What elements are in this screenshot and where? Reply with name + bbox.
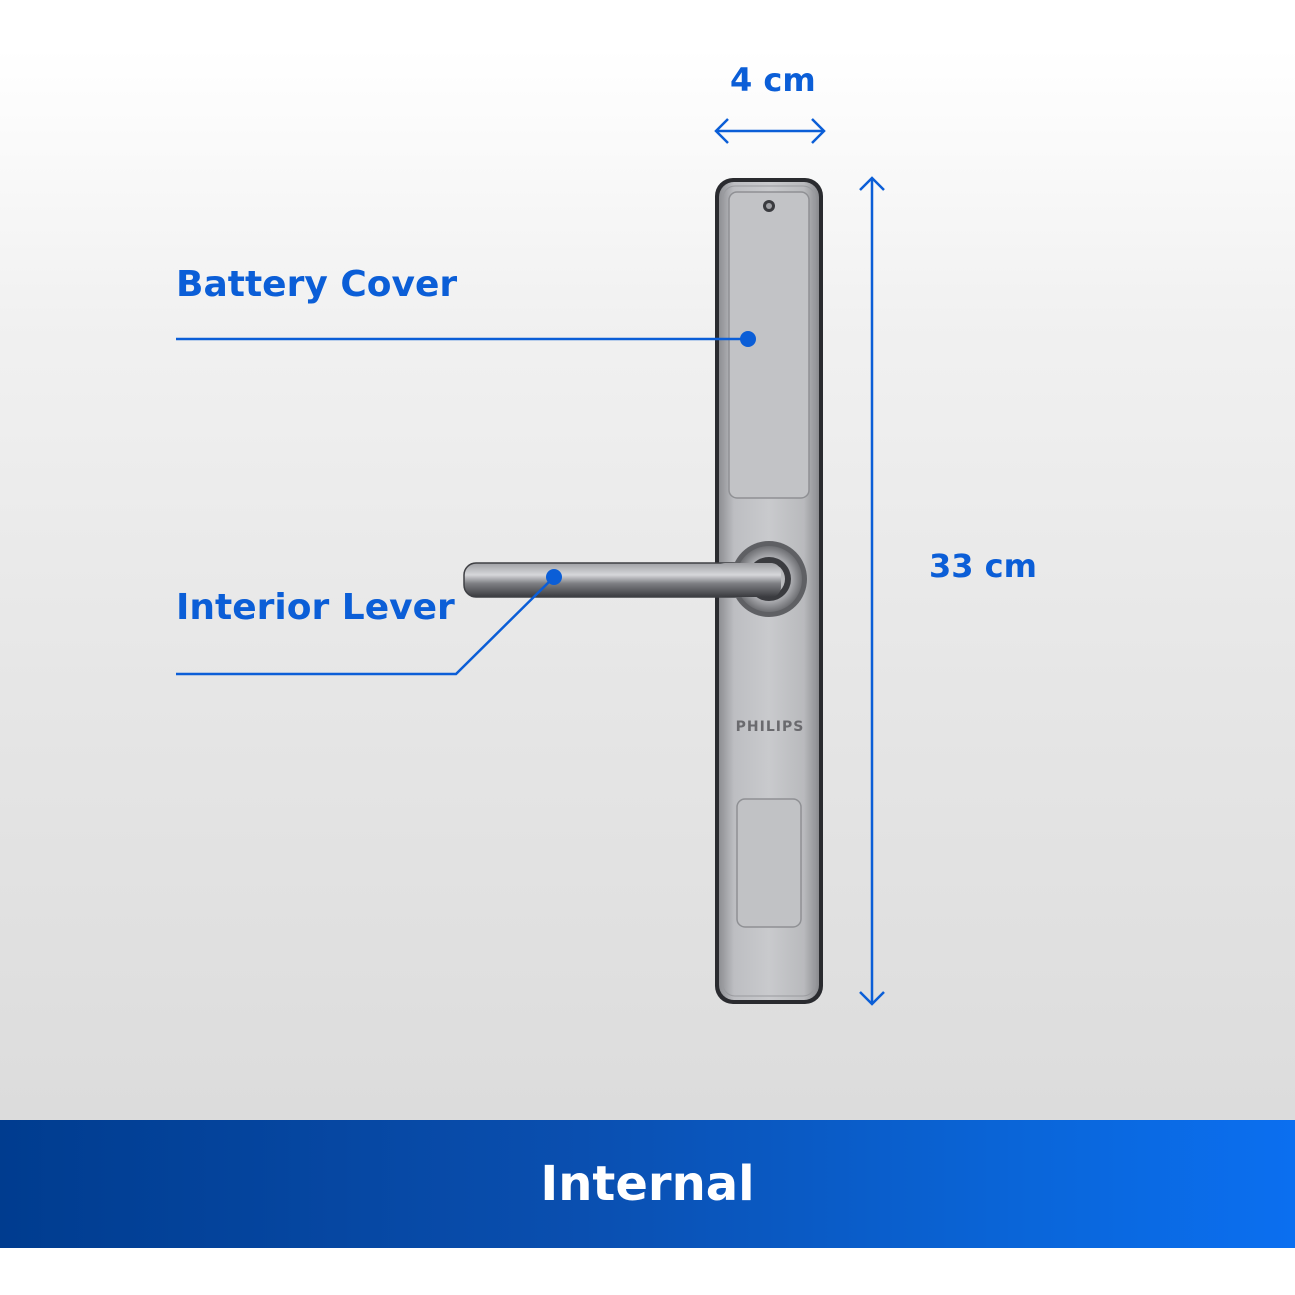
height-label: 33 cm xyxy=(929,547,1037,585)
battery-cover xyxy=(728,191,810,499)
footer-title: Internal xyxy=(540,1156,755,1212)
width-dimension-arrow xyxy=(714,118,826,144)
width-label: 4 cm xyxy=(730,61,816,99)
interior-lever-label: Interior Lever xyxy=(176,587,455,628)
interior-lever xyxy=(463,541,807,617)
height-dimension-arrow xyxy=(859,176,885,1006)
lower-panel xyxy=(736,798,802,928)
battery-cover-label: Battery Cover xyxy=(176,264,458,305)
interior-lever-callout xyxy=(176,569,562,676)
battery-cover-callout xyxy=(176,331,756,347)
brand-logo: PHILIPS xyxy=(736,719,805,735)
footer-banner: Internal xyxy=(0,1120,1295,1248)
